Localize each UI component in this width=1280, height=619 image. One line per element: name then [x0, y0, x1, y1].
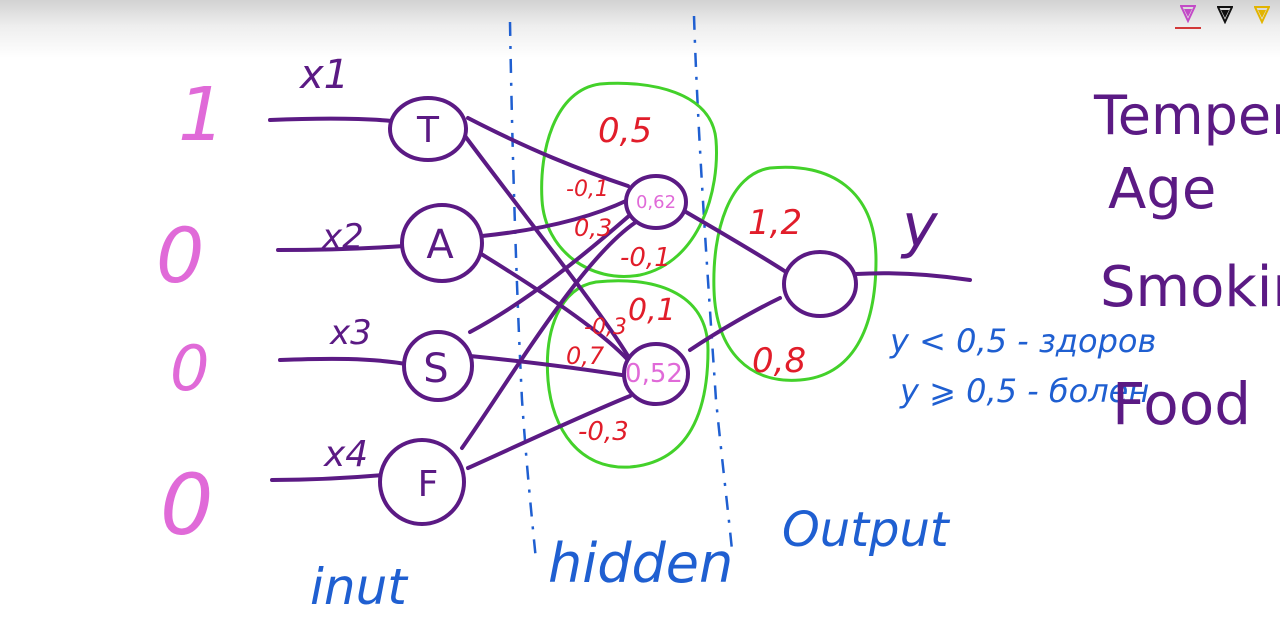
rule-sick: y ⩾ 0,5 - болен: [899, 372, 1149, 410]
hidden-bottom-value: 0,52: [625, 359, 683, 389]
input-line-1: [268, 116, 394, 123]
hidden-nodes: [622, 174, 690, 406]
layer-label-output: Output: [782, 502, 951, 558]
input-line-3: [278, 356, 408, 366]
hidden-bottom-group: [545, 279, 710, 469]
input-node-label-s: S: [423, 346, 448, 392]
input-label-x4: x4: [323, 434, 368, 475]
output-weight-2: 0,8: [752, 341, 806, 381]
pen-toolbar: [1170, 0, 1280, 30]
input-node-label-a: A: [426, 222, 454, 268]
hidden-bottom-weight-2: 0,7: [566, 342, 605, 370]
hidden-node-bottom: [622, 342, 690, 406]
output-weight-1: 1,2: [748, 203, 802, 243]
hidden-top-bias: 0,5: [598, 111, 652, 151]
output-line: [854, 271, 972, 282]
hidden-bottom-bias: 0,1: [628, 293, 676, 328]
input-value-1: 1: [178, 72, 225, 158]
input-label-x2: x2: [321, 217, 364, 257]
input-lines: [268, 116, 408, 482]
input-node-a: [400, 203, 484, 283]
edge-s-h1: [468, 213, 632, 334]
edge-h1-out: [684, 210, 788, 274]
input-value-4: 0: [160, 456, 213, 554]
input-node-label-f: F: [418, 464, 439, 505]
layer-label-input: inut: [310, 558, 409, 616]
layer-label-hidden: hidden: [548, 532, 733, 595]
feature-food: Food: [1112, 370, 1251, 438]
hidden-connections: [460, 116, 638, 470]
edge-a-h2: [476, 250, 630, 362]
output-connections: [684, 210, 972, 352]
edge-h2-out: [688, 296, 782, 352]
output-node: [782, 250, 858, 318]
edge-s-h2: [468, 354, 630, 378]
separator-hidden-output: [692, 15, 734, 551]
input-label-x3: x3: [329, 313, 372, 353]
edge-f-h1: [460, 220, 638, 450]
rule-healthy: y < 0,5 - здоров: [889, 322, 1156, 360]
input-node-s: [402, 330, 474, 402]
output-label-y: y: [900, 191, 939, 261]
hidden-bottom-weight-3: -0,3: [578, 417, 629, 447]
feature-temperature: Temperat: [1093, 84, 1280, 147]
marker-yellow-icon: [1253, 6, 1270, 24]
hidden-top-weight-3: -0,1: [620, 243, 671, 273]
hidden-bottom-weight-1: -0,3: [584, 315, 627, 340]
hidden-top-value: 0,62: [636, 192, 676, 213]
output-group: [712, 165, 878, 382]
marker-black-tool[interactable]: [1212, 2, 1238, 28]
separator-input-hidden: [508, 21, 538, 561]
edge-t-h2: [460, 130, 630, 358]
input-node-t: [388, 96, 468, 162]
input-line-2: [276, 244, 406, 252]
edge-t-h1: [466, 116, 630, 188]
marker-black-icon: [1216, 6, 1233, 24]
marker-pink-tool[interactable]: [1175, 1, 1202, 29]
input-nodes: [378, 96, 484, 526]
input-node-label-t: T: [416, 110, 440, 151]
input-node-f: [378, 438, 466, 526]
feature-age: Age: [1108, 157, 1216, 222]
hidden-top-weight-1: -0,1: [566, 177, 609, 202]
marker-yellow-tool[interactable]: [1249, 2, 1275, 28]
input-line-4: [270, 473, 386, 482]
edge-f-h2: [466, 394, 632, 470]
hidden-node-top: [624, 174, 688, 230]
feature-smoking: Smokin: [1100, 255, 1280, 320]
input-label-x1: x1: [298, 52, 349, 98]
hidden-top-weight-2: 0,3: [574, 214, 612, 242]
edge-a-h1: [480, 198, 630, 238]
input-value-3: 0: [170, 332, 209, 405]
input-value-2: 0: [156, 211, 204, 300]
marker-pink-icon: [1180, 5, 1197, 23]
